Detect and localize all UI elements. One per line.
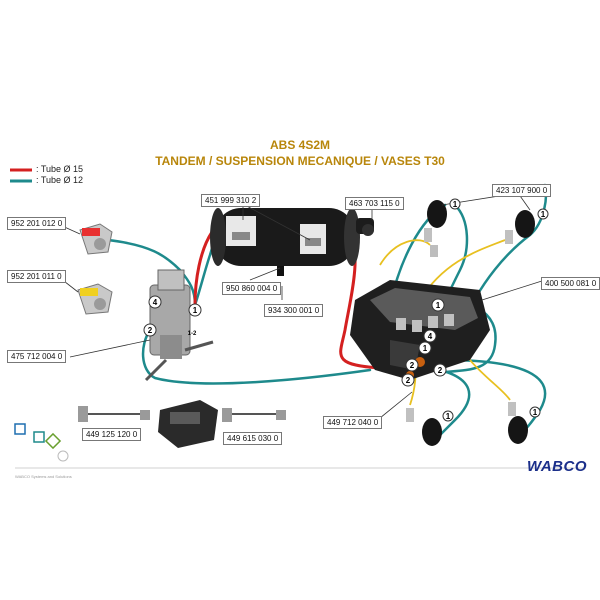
part-number-cable-a: 449 125 120 0 — [82, 428, 142, 441]
svg-text:1: 1 — [436, 301, 441, 310]
port-marker: 1 — [537, 208, 549, 220]
port-marker: 1 — [449, 198, 461, 210]
svg-text:1: 1 — [193, 306, 198, 315]
coupling-head-red — [79, 223, 113, 255]
abs-sensor-upper — [430, 245, 438, 257]
port-marker: 2 — [405, 358, 419, 372]
port-marker: 1 — [418, 341, 432, 355]
port-marker: 1 — [529, 406, 541, 418]
trailer-brake-valve — [144, 269, 214, 382]
svg-text:1: 1 — [541, 210, 546, 219]
svg-text:1: 1 — [446, 412, 451, 421]
svg-text:1-2: 1-2 — [188, 331, 197, 337]
port-marker: 1 — [188, 303, 202, 317]
port-marker: 2 — [433, 363, 447, 377]
diagram-title: ABS 4S2M — [269, 138, 331, 152]
pressure-limiter-valve — [356, 218, 374, 236]
coupling-head-yellow — [77, 283, 113, 315]
part-number-coupling-red: 952 201 012 0 — [7, 217, 67, 230]
port-markers: 4 2 1 1-2 1 4 1 2 2 2 1 1 1 1 — [143, 198, 549, 422]
svg-text:4: 4 — [153, 298, 158, 307]
part-number-cable-b: 449 615 030 0 — [223, 432, 283, 445]
brake-chamber-upper-right — [505, 210, 535, 244]
cable-a-icon — [78, 406, 150, 422]
footnote: WABCO Systems and Solutions — [15, 474, 72, 479]
part-number-brake-chamber: 423 107 900 0 — [492, 184, 552, 197]
part-number-coupling-yellow: 952 201 011 0 — [7, 270, 66, 283]
teal-tube-handbrake-modulator — [141, 328, 372, 385]
port-marker: 1 — [431, 298, 445, 312]
sensor-wire-1 — [379, 239, 431, 266]
decorative-shapes — [14, 423, 585, 469]
part-number-drain-valve: 950 860 004 0 — [222, 282, 282, 295]
part-number-handbrake-valve: 475 712 004 0 — [7, 350, 67, 363]
svg-text:2: 2 — [438, 366, 443, 375]
svg-text:4: 4 — [428, 332, 433, 341]
legend-label-red: : Tube Ø 15 — [36, 164, 84, 174]
abs-modulator — [350, 280, 490, 380]
part-number-reservoir: 451 999 310 2 — [201, 194, 261, 207]
reservoir-label-left — [226, 216, 256, 246]
part-number-reservoir-plug: 934 300 001 0 — [264, 304, 324, 317]
red-tube-reservoir-handbrake — [193, 231, 214, 306]
port-marker: 4 — [148, 295, 162, 309]
brake-chamber-lower-left — [406, 408, 442, 446]
drain-valve-icon — [277, 266, 284, 276]
air-reservoir — [210, 208, 360, 276]
svg-text:2: 2 — [410, 361, 415, 370]
part-number-sensor: 449 712 040 0 — [323, 416, 383, 429]
brake-chamber-upper-left — [424, 200, 447, 242]
port-marker: 1 — [442, 410, 454, 422]
port-marker: 2 — [143, 323, 157, 337]
wabco-logo: WABCO — [527, 458, 587, 475]
modulator-detail-icon — [158, 400, 218, 448]
svg-text:1: 1 — [423, 344, 428, 353]
legend-label-teal: : Tube Ø 12 — [36, 175, 84, 185]
port-marker: 2 — [401, 373, 415, 387]
svg-text:2: 2 — [406, 376, 411, 385]
brake-chamber-lower-right — [508, 402, 528, 444]
cable-b-icon — [222, 408, 286, 422]
svg-text:2: 2 — [148, 326, 153, 335]
svg-text:1: 1 — [453, 200, 458, 209]
diagram-subtitle: TANDEM / SUSPENSION MECANIQUE / VASES T3… — [155, 154, 445, 168]
svg-text:1: 1 — [533, 408, 538, 417]
part-number-pressure-limiter: 463 703 115 0 — [345, 197, 404, 210]
port-marker: 1-2 — [188, 331, 197, 337]
handbrake-lever-icon — [184, 340, 214, 352]
part-number-abs-modulator: 400 500 081 0 — [541, 277, 600, 290]
port-marker: 4 — [423, 329, 437, 343]
